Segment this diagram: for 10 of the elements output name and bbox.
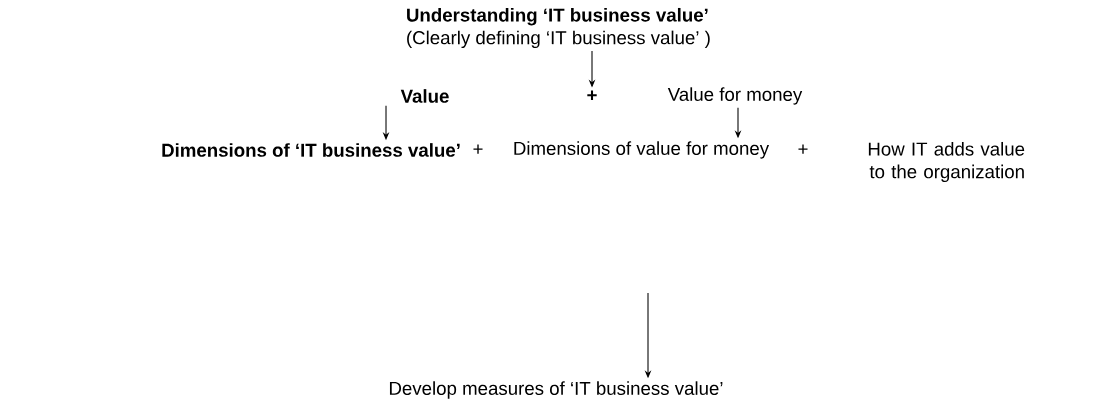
plus-sign: + [798,144,808,154]
node-text: Dimensions of value for money [514,141,770,159]
node-text: Value [400,89,449,103]
node-text: Develop measures of ‘IT business value’ [389,381,723,399]
node-text: Understanding ‘IT business value’ (Clearly defining ‘IT business value’ ) [407,7,710,49]
node-text: Value for money [667,87,803,105]
node-text: How IT adds value to the organization [868,141,1025,182]
plus-sign: + [473,144,483,154]
node-text: Dimensions of ‘IT business value’ [162,143,460,157]
plus-sign: + [587,90,597,100]
